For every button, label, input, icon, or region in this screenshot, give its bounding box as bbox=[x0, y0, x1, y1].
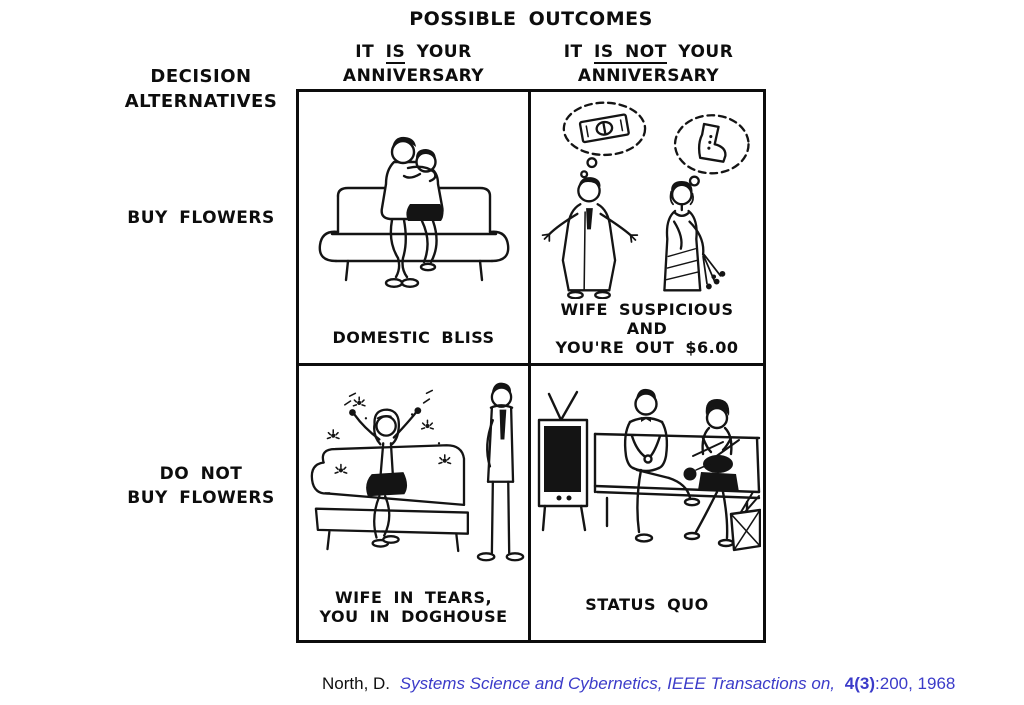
col-header-line2: ANNIVERSARY bbox=[342, 66, 485, 86]
tv-icon bbox=[537, 390, 589, 532]
cell-status-quo: STATUS QUO bbox=[531, 366, 763, 640]
row-label-buy-flowers: BUY FLOWERS bbox=[127, 208, 275, 228]
page-title: POSSIBLE OUTCOMES bbox=[409, 8, 653, 30]
suspicious-wife-icon bbox=[663, 181, 726, 292]
scattered-flowers-icon bbox=[326, 396, 451, 474]
underlined-word: IS NOT bbox=[594, 42, 667, 64]
cell-wife-in-tears: WIFE IN TEARS, YOU IN DOGHOUSE bbox=[299, 366, 531, 640]
col-header-line2: ANNIVERSARY bbox=[577, 66, 720, 86]
flowers-icon bbox=[702, 253, 726, 290]
status-quo-illustration bbox=[537, 388, 761, 552]
money-thought-bubble-icon bbox=[562, 101, 647, 179]
cell-domestic-bliss: DOMESTIC BLISS bbox=[299, 92, 531, 366]
knitting-wife-icon bbox=[683, 399, 740, 548]
crying-wife-icon bbox=[343, 389, 433, 548]
row-header-decision-alternatives: DECISION ALTERNATIVES bbox=[124, 66, 278, 112]
wife-in-tears-illustration bbox=[310, 382, 524, 562]
outcome-grid: DOMESTIC BLISS bbox=[296, 89, 766, 643]
explaining-husband-icon bbox=[541, 177, 639, 299]
couch-icon bbox=[318, 186, 509, 282]
caption-wife-suspicious: WIFE SUSPICIOUS AND YOU'RE OUT $6.00 bbox=[555, 300, 739, 357]
col-header-line1: IT IS YOUR bbox=[355, 42, 472, 64]
knitting-bag-icon bbox=[729, 491, 761, 552]
citation-volume: 4(3) bbox=[844, 674, 876, 693]
domestic-bliss-illustration bbox=[318, 136, 509, 288]
citation-authors: North, D. bbox=[322, 674, 391, 693]
seated-husband-icon bbox=[623, 388, 701, 543]
citation-pages: :200, 1968 bbox=[875, 674, 956, 693]
couch-icon bbox=[310, 444, 469, 553]
embracing-couple-icon bbox=[379, 136, 444, 288]
caption-domestic-bliss: DOMESTIC BLISS bbox=[332, 328, 495, 347]
caption-status-quo: STATUS QUO bbox=[585, 595, 709, 614]
standing-husband-icon bbox=[476, 382, 524, 562]
row-label-do-not-buy-flowers: DO NOT BUY FLOWERS bbox=[127, 464, 275, 508]
underlined-word: IS bbox=[385, 42, 406, 64]
caption-wife-in-tears: WIFE IN TEARS, YOU IN DOGHOUSE bbox=[319, 588, 508, 626]
col-header-line1: IT IS NOT YOUR bbox=[563, 42, 734, 64]
col-header-not-anniversary: IT IS NOT YOUR ANNIVERSARY bbox=[531, 40, 766, 88]
col-header-anniversary: IT IS YOUR ANNIVERSARY bbox=[296, 40, 531, 88]
citation-journal: Systems Science and Cybernetics, IEEE Tr… bbox=[399, 674, 836, 693]
citation: North, D. Systems Science and Cybernetic… bbox=[322, 674, 955, 694]
wife-suspicious-illustration bbox=[541, 101, 750, 299]
cell-wife-suspicious: WIFE SUSPICIOUS AND YOU'RE OUT $6.00 bbox=[531, 92, 763, 366]
